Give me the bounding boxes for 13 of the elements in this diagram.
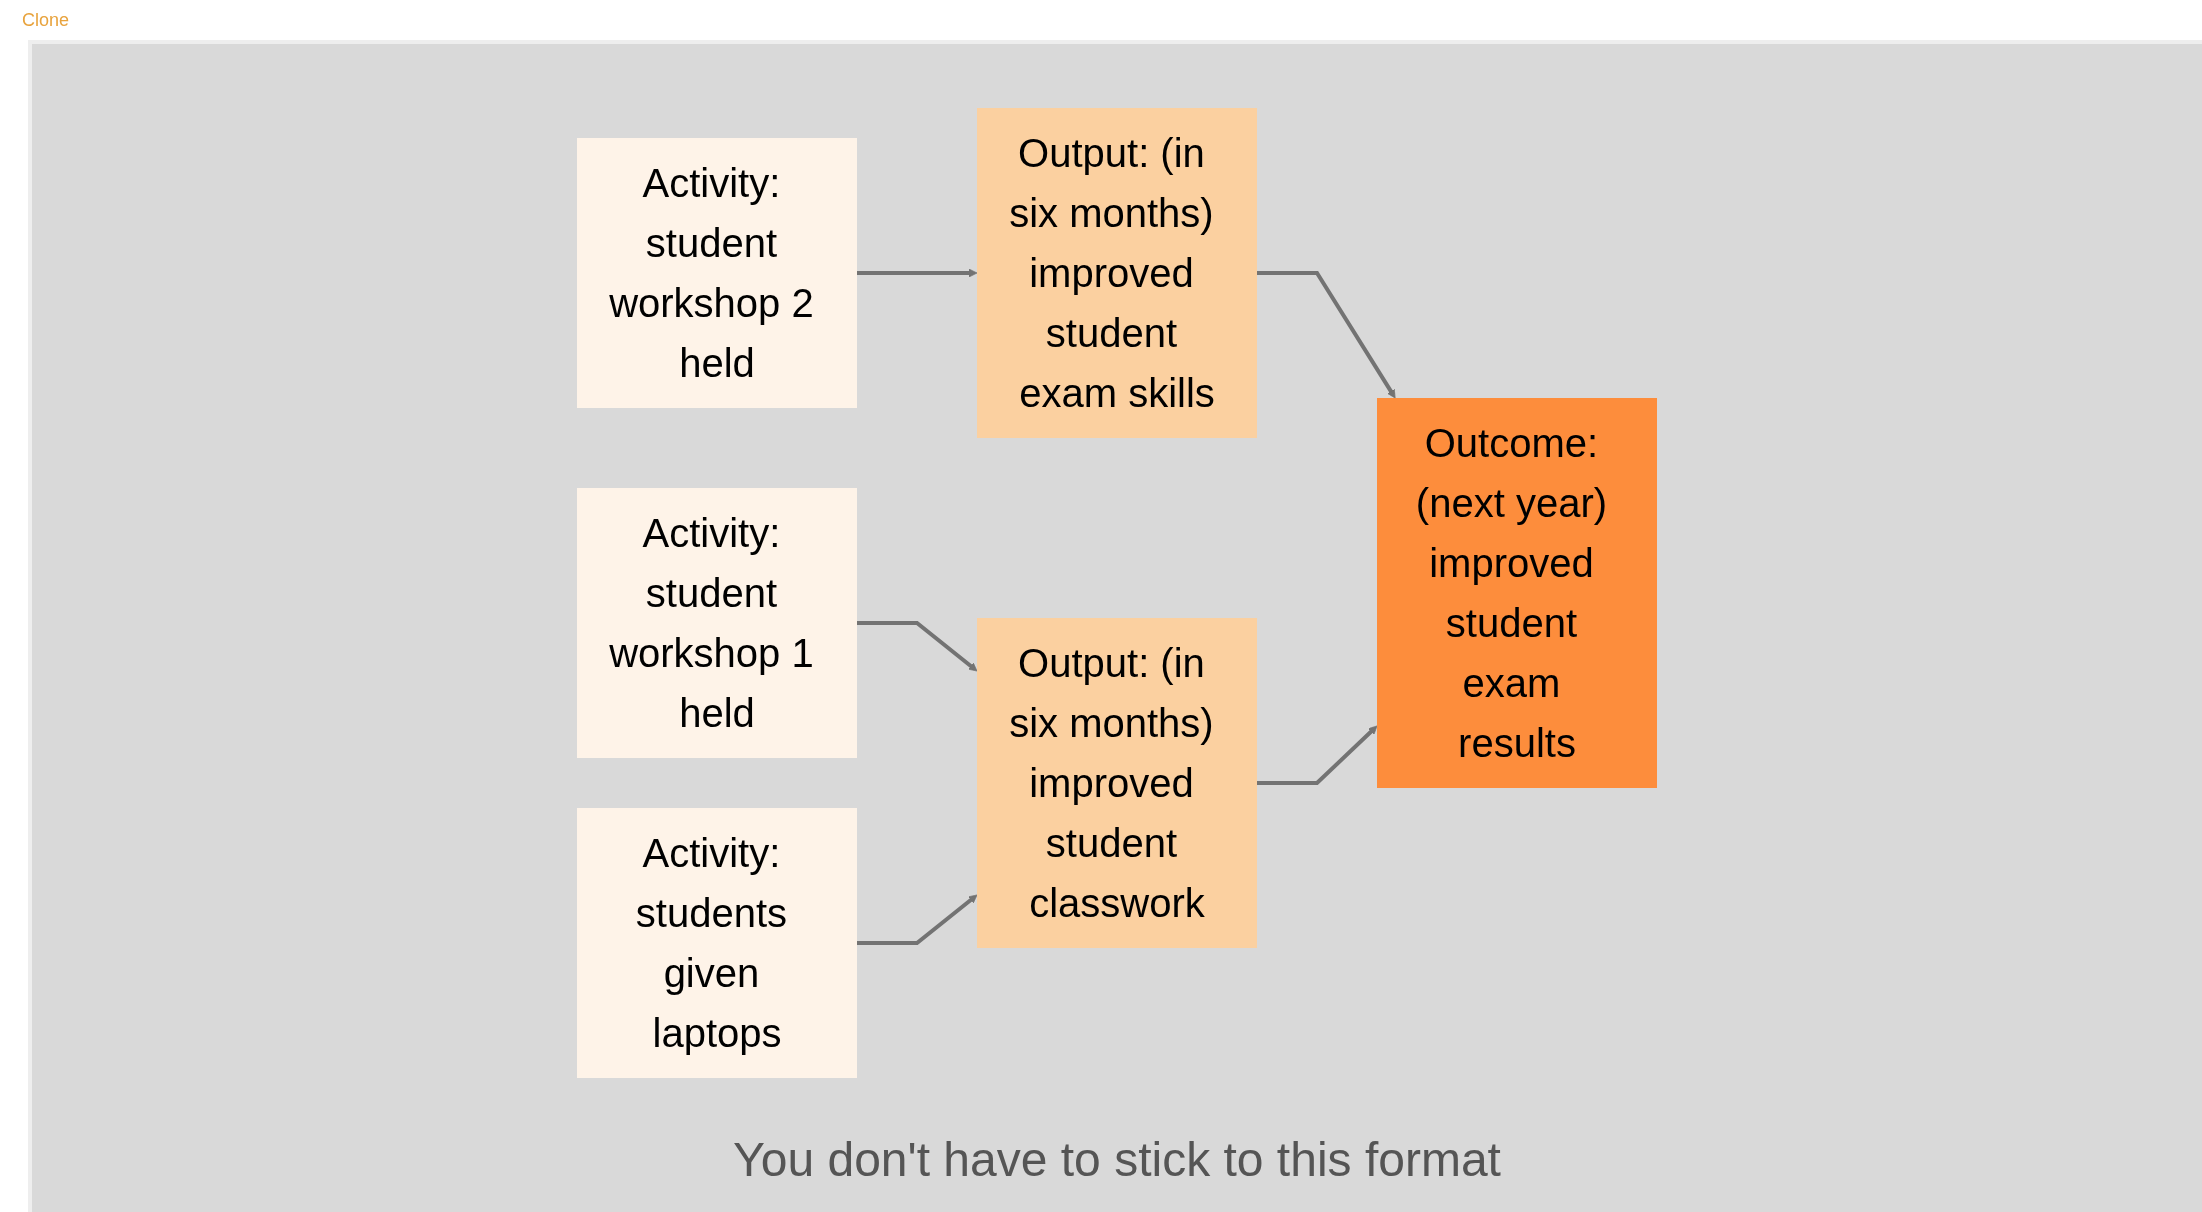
arrow bbox=[1257, 725, 1378, 785]
node-box: Activity: students given laptops bbox=[577, 808, 857, 1078]
node-box: Activity: student workshop 2 held bbox=[577, 138, 857, 408]
arrow bbox=[857, 894, 978, 945]
link-label: Clone bbox=[22, 10, 70, 30]
arrow bbox=[1257, 271, 1396, 399]
node-box: Output: (in six months) improved student classwork bbox=[977, 618, 1257, 948]
node-box: Activity: student workshop 1 held bbox=[577, 488, 857, 758]
caption: You don't have to stick to this format bbox=[732, 1132, 1502, 1187]
arrow bbox=[857, 268, 978, 278]
arrow bbox=[857, 621, 978, 672]
node-box: Outcome: (next year) improved student exam results bbox=[1377, 398, 1657, 788]
node-box: Output: (in six months) improved student exam skills bbox=[977, 108, 1257, 438]
